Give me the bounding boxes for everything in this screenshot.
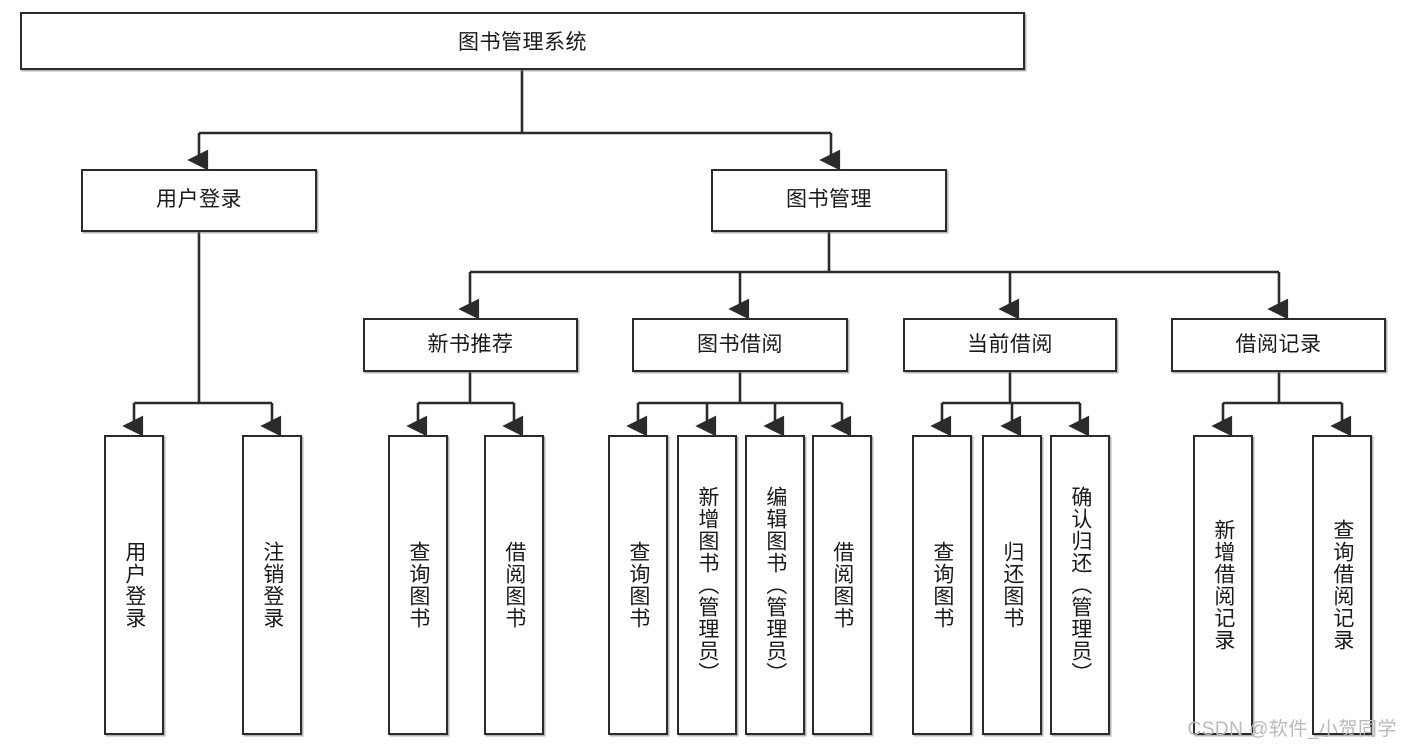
node-book-borrow-label: 图书借阅 <box>697 332 783 356</box>
node-root-label: 图书管理系统 <box>458 31 587 54</box>
leaf-current-borrow-query[interactable]: 查询图书 <box>912 435 972 735</box>
leaf-label: 新增图书（管理员） <box>695 486 719 684</box>
leaf-label: 确认归还（管理员） <box>1068 486 1092 684</box>
leaf-borrow-record-add[interactable]: 新增借阅记录 <box>1193 435 1253 735</box>
leaf-borrow-record-query[interactable]: 查询借阅记录 <box>1312 435 1372 735</box>
leaf-label: 查询图书 <box>626 541 650 629</box>
node-current-borrow-label: 当前借阅 <box>967 332 1053 356</box>
node-new-book-recommend-label: 新书推荐 <box>427 332 514 356</box>
leaf-user-login-logout[interactable]: 注销登录 <box>242 435 302 735</box>
leaf-book-borrow-edit[interactable]: 编辑图书（管理员） <box>745 435 805 735</box>
leaf-user-login-login[interactable]: 用户登录 <box>104 435 164 735</box>
leaf-current-borrow-return[interactable]: 归还图书 <box>982 435 1042 735</box>
leaf-label: 注销登录 <box>260 541 284 629</box>
node-borrow-record-label: 借阅记录 <box>1235 332 1322 356</box>
node-user-login-label: 用户登录 <box>156 188 242 212</box>
leaf-label: 新增借阅记录 <box>1211 519 1235 651</box>
leaf-label: 用户登录 <box>122 541 146 629</box>
leaf-label: 归还图书 <box>1000 541 1024 629</box>
watermark-text: CSDN @软件_小贺同学 <box>1187 719 1397 740</box>
leaf-book-borrow-add[interactable]: 新增图书（管理员） <box>677 435 737 735</box>
leaf-label: 查询借阅记录 <box>1330 519 1354 651</box>
leaf-new-book-query[interactable]: 查询图书 <box>388 435 448 735</box>
node-borrow-record[interactable]: 借阅记录 <box>1171 318 1386 372</box>
leaf-new-book-borrow[interactable]: 借阅图书 <box>484 435 544 735</box>
node-book-management-label: 图书管理 <box>786 188 872 212</box>
node-user-login[interactable]: 用户登录 <box>81 169 317 232</box>
leaf-label: 借阅图书 <box>830 541 854 629</box>
leaf-current-borrow-confirm-return[interactable]: 确认归还（管理员） <box>1050 435 1110 735</box>
node-current-borrow[interactable]: 当前借阅 <box>903 318 1117 372</box>
leaf-label: 借阅图书 <box>502 541 526 629</box>
leaf-book-borrow-query[interactable]: 查询图书 <box>608 435 668 735</box>
node-root-book-management-system[interactable]: 图书管理系统 <box>20 12 1025 70</box>
node-book-management[interactable]: 图书管理 <box>711 169 947 232</box>
leaf-label: 查询图书 <box>930 541 954 629</box>
leaf-label: 查询图书 <box>406 541 430 629</box>
node-book-borrow[interactable]: 图书借阅 <box>632 318 848 372</box>
leaf-label: 编辑图书（管理员） <box>763 486 787 684</box>
leaf-book-borrow-borrow[interactable]: 借阅图书 <box>812 435 872 735</box>
node-new-book-recommend[interactable]: 新书推荐 <box>363 318 578 372</box>
